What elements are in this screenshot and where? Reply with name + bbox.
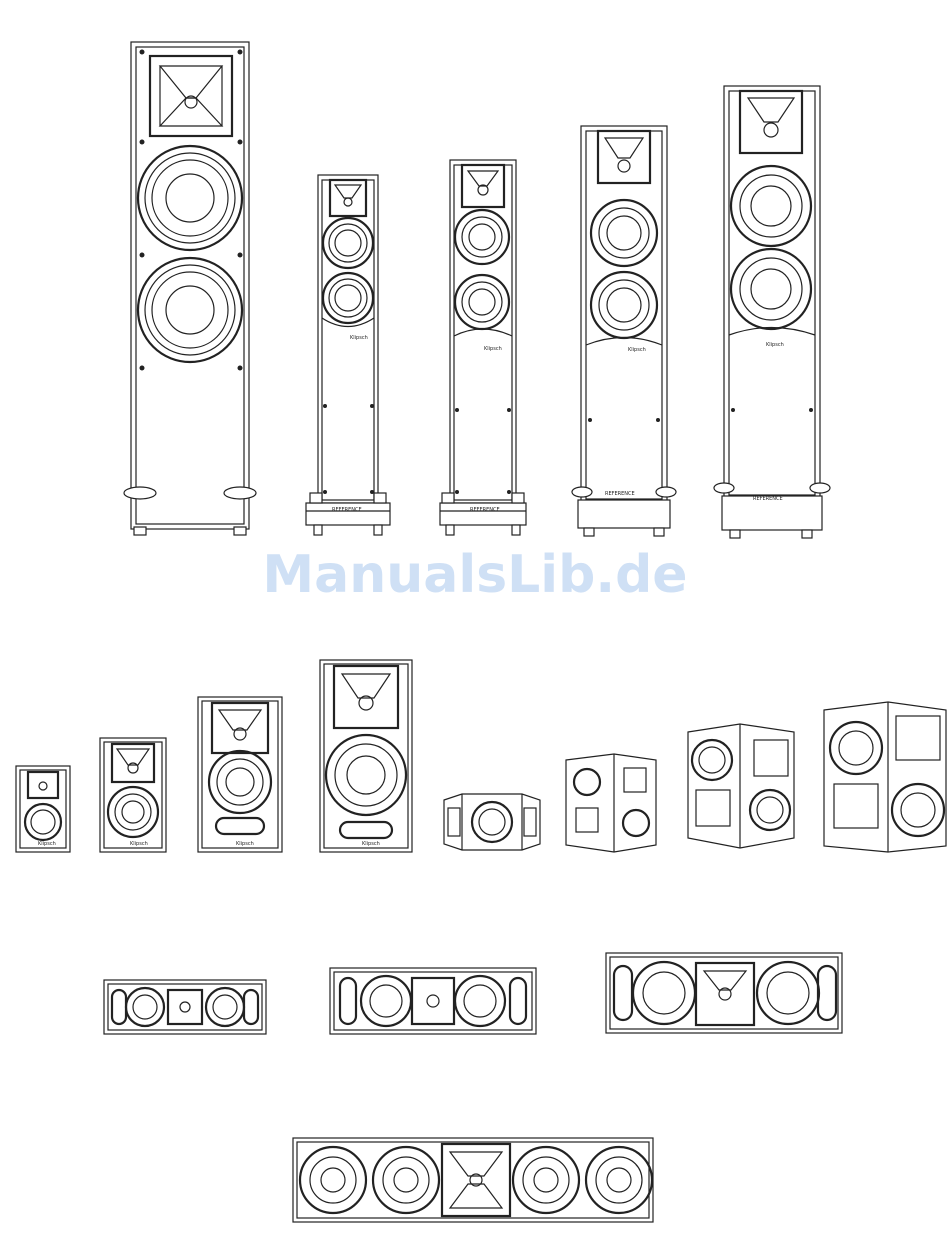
plinth-label: REFERENCE — [470, 507, 500, 513]
badge-label: Klipsch — [362, 841, 380, 847]
plinth-label: REFERENCE — [605, 491, 635, 497]
floorstanding-speaker-2: Klipsch REFERENCE — [306, 175, 390, 535]
plinth-label: REFERENCE — [332, 507, 362, 513]
center-speaker-3 — [606, 953, 842, 1033]
badge-label: Klipsch — [236, 841, 254, 847]
surround-speaker-4 — [824, 702, 946, 852]
badge-label: Klipsch — [628, 347, 646, 353]
surround-speaker-3 — [688, 724, 794, 848]
surround-speaker-2 — [566, 754, 656, 852]
badge-label: Klipsch — [484, 346, 502, 352]
surround-speaker-1 — [444, 794, 540, 850]
center-speaker-2 — [330, 968, 536, 1034]
badge-label: Klipsch — [766, 342, 784, 348]
badge-label: Klipsch — [38, 841, 56, 847]
badge-label: Klipsch — [350, 335, 368, 341]
bookshelf-speaker-2: Klipsch — [100, 738, 166, 852]
badge-label: Klipsch — [130, 841, 148, 847]
bookshelf-speaker-1: Klipsch — [16, 766, 70, 852]
plinth-label: REFERENCE — [753, 496, 783, 502]
floorstanding-speaker-5: Klipsch REFERENCE — [714, 86, 830, 538]
center-speaker-1 — [104, 980, 266, 1034]
floorstanding-speaker-1 — [124, 42, 256, 535]
floorstanding-speaker-4: Klipsch REFERENCE — [572, 126, 676, 536]
center-speaker-4 — [293, 1138, 653, 1222]
watermark: ManualsLib.de — [0, 545, 950, 605]
bookshelf-speaker-4: Klipsch — [320, 660, 412, 852]
floorstanding-speaker-3: Klipsch REFERENCE — [440, 160, 526, 535]
bookshelf-speaker-3: Klipsch — [198, 697, 282, 852]
